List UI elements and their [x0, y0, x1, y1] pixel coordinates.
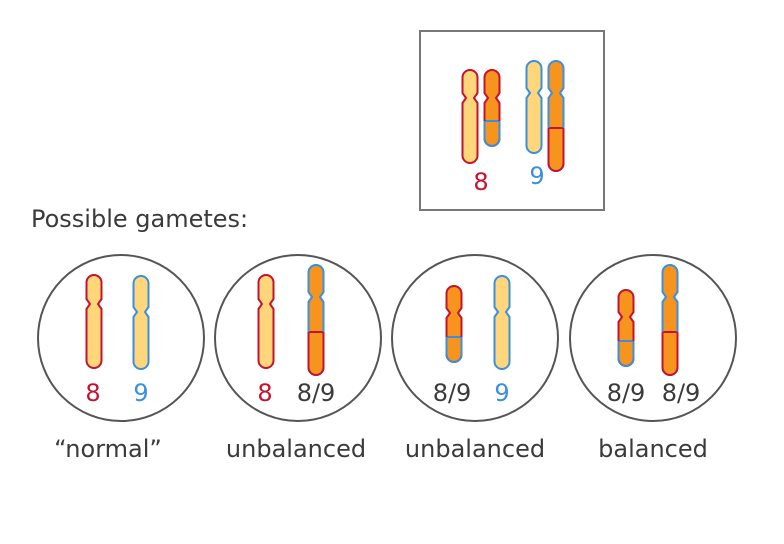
- chromosome-segment: [86, 275, 102, 368]
- gamete-chromosomes: [617, 264, 679, 376]
- chromosome-outline: [461, 69, 479, 164]
- chromosome-segment: [662, 265, 678, 332]
- gamete-chromosomes: [257, 264, 325, 376]
- chromosome-segment: [662, 332, 678, 375]
- translocated-segment-outline: [547, 128, 565, 172]
- chromosome-segment: [133, 276, 149, 369]
- translocated-segment-outline: [617, 341, 635, 367]
- chromosome-9: [132, 275, 150, 370]
- gamete-chromosomes: [445, 275, 511, 370]
- chromosome-segment: [548, 61, 564, 128]
- chromosome-segment: [494, 276, 510, 369]
- chromosome-outline: [525, 60, 543, 154]
- gamete-circle: [569, 254, 737, 422]
- chromosome-outline: [493, 275, 511, 370]
- chromosome-8: [257, 274, 275, 369]
- chromosome-outline: [257, 274, 275, 369]
- parent-karyotype: 8 9: [419, 30, 605, 211]
- chromosome-segment: [548, 128, 564, 171]
- chromosome-segment: [618, 290, 634, 366]
- derivative-chromosome-9: [547, 60, 565, 172]
- derivative-chromosome-8: [445, 285, 463, 363]
- chromosome-9: [525, 60, 543, 154]
- gamete-balanced: 8/9 8/9 balanced: [569, 254, 737, 463]
- gamete-unbalanced-b: 8/9 9 unbalanced: [391, 254, 559, 463]
- gamete-circle: [391, 254, 559, 422]
- gamete-left-label: 8: [85, 379, 100, 407]
- gamete-left-label: 8/9: [607, 379, 646, 407]
- derivative-chromosome-8: [483, 69, 501, 147]
- chromosome-8: [85, 274, 103, 369]
- gamete-chromosomes: [85, 274, 150, 370]
- gamete-type-label: “normal”: [54, 435, 162, 463]
- chromosome-segment: [446, 286, 462, 362]
- chromosome-outline: [132, 275, 150, 370]
- chromosome-segment: [308, 265, 324, 332]
- chromosome-segment: [526, 61, 542, 153]
- gamete-unbalanced-a: 8 8/9 unbalanced: [214, 254, 382, 463]
- gamete-type-label: unbalanced: [226, 435, 366, 463]
- translocated-segment-outline: [307, 332, 325, 376]
- gametes-heading: Possible gametes:: [31, 205, 248, 233]
- gamete-left-label: 8: [257, 379, 272, 407]
- gamete-normal: 8 9 “normal”: [37, 254, 205, 463]
- translocated-segment-outline: [661, 332, 679, 376]
- translocated-segment-outline: [483, 121, 501, 147]
- chromosome-segment: [484, 70, 500, 146]
- chromosome-9: [493, 275, 511, 370]
- gamete-right-label: 8/9: [662, 379, 701, 407]
- parent-chromosomes: [461, 60, 565, 172]
- gamete-right-label: 9: [133, 379, 148, 407]
- chromosome-8: [461, 69, 479, 164]
- derivative-chromosome-9: [307, 264, 325, 376]
- parent-label-8: 8: [473, 168, 488, 196]
- derivative-chromosome-8: [617, 289, 635, 367]
- derivative-chromosome-9: [661, 264, 679, 376]
- gamete-type-label: unbalanced: [405, 435, 545, 463]
- gamete-left-label: 8/9: [433, 379, 472, 407]
- translocated-segment-outline: [445, 337, 463, 363]
- chromosome-outline: [85, 274, 103, 369]
- chromosome-segment: [308, 332, 324, 375]
- gamete-circle: [37, 254, 205, 422]
- parent-label-9: 9: [529, 162, 544, 190]
- gamete-circle: [214, 254, 382, 422]
- parent-box: [419, 30, 605, 211]
- gamete-right-label: 8/9: [297, 379, 336, 407]
- chromosome-segment: [462, 70, 478, 163]
- gamete-right-label: 9: [494, 379, 509, 407]
- gamete-type-label: balanced: [598, 435, 708, 463]
- chromosome-segment: [258, 275, 274, 368]
